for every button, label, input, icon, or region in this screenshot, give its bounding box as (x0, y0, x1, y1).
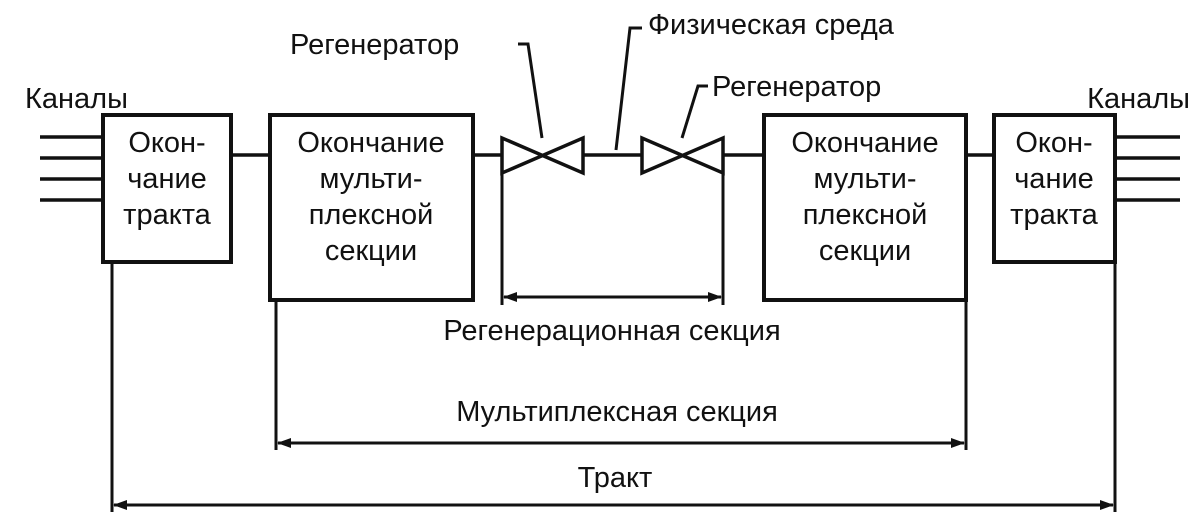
mst-left-line3: плексной (309, 199, 434, 231)
path-termination-left-line1: Окон- (128, 127, 205, 159)
regenerator-1-symbol (500, 135, 585, 176)
regenerator-right-label: Регенератор (712, 71, 881, 103)
channel-lines-right (1115, 135, 1180, 202)
mst-left-line4: секции (325, 235, 417, 267)
channels-left-label: Каналы (25, 83, 128, 115)
path-termination-right-line2: чание (1014, 163, 1094, 195)
path-termination-left-line2: чание (127, 163, 207, 195)
regenerator-2-symbol (640, 135, 725, 176)
path-termination-right-line3: тракта (1010, 199, 1099, 231)
mst-right-line4: секции (819, 235, 911, 267)
path-termination-left: Окон- чание тракта (101, 113, 233, 264)
multiplex-section-termination-left: Окончание мульти- плексной секции (268, 113, 475, 302)
path-termination-right-line1: Окон- (1015, 127, 1092, 159)
multiplex-section-termination-right: Окончание мульти- плексной секции (762, 113, 968, 302)
regeneration-section-label: Регенерационная секция (443, 315, 780, 347)
path-termination-left-line3: тракта (123, 199, 212, 231)
multiplex-section-label: Мультиплексная секция (456, 396, 778, 428)
physical-medium-label: Физическая среда (648, 9, 895, 41)
channels-right-label: Каналы (1087, 83, 1190, 115)
callout-leaders (518, 26, 708, 151)
regeneration-section-dimension (500, 173, 725, 305)
mst-right-line3: плексной (803, 199, 928, 231)
mst-right-line2: мульти- (813, 163, 916, 195)
path-termination-right: Окон- чание тракта (992, 113, 1117, 264)
path-label: Тракт (578, 462, 653, 494)
regenerator-left-label: Регенератор (290, 29, 459, 61)
mst-left-line2: мульти- (319, 163, 422, 195)
channel-lines-left (40, 135, 103, 202)
mst-right-line1: Окончание (791, 127, 938, 159)
path-dimension (110, 262, 1117, 512)
mst-left-line1: Окончание (297, 127, 444, 159)
multiplex-section-dimension (274, 300, 968, 450)
